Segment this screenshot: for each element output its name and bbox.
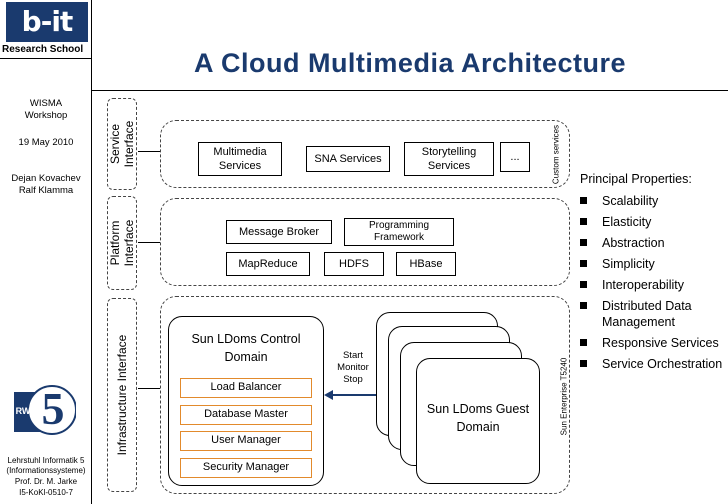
sna-services: SNA Services (306, 146, 390, 172)
infrastructure-connector (138, 388, 160, 389)
enterprise-label: Sun Enterprise T5240 (559, 357, 569, 436)
more-services: ... (500, 142, 530, 172)
rwth-logo: RWTH 5 (8, 378, 77, 440)
action-start: Start (342, 350, 364, 361)
platform-interface: Platform Interface (107, 196, 137, 290)
infrastructure-layer (160, 296, 570, 494)
author-2: Ralf Klamma (18, 185, 74, 196)
control-domain (168, 316, 324, 486)
storytelling-services: Storytelling Services (404, 142, 494, 176)
bullet-icon (580, 302, 587, 309)
list-item: Distributed Data Management (580, 298, 726, 330)
properties-list: Scalability Elasticity Abstraction Simpl… (580, 193, 726, 372)
date-label: 19 May 2010 (18, 137, 74, 148)
rwth-text: RWTH (15, 406, 43, 416)
bit-logo: b-it (6, 2, 88, 42)
programming-framework: Programming Framework (344, 218, 454, 246)
principal-properties: Principal Properties: Scalability Elasti… (580, 171, 726, 377)
bullet-icon (580, 218, 587, 225)
service-connector (138, 151, 160, 152)
list-item: Scalability (580, 193, 726, 209)
bullet-icon (580, 360, 587, 367)
chair-line-3: Prof. Dr. M. Jarke (14, 477, 78, 486)
hbase: HBase (396, 252, 456, 276)
page-title: A Cloud Multimedia Architecture (193, 48, 627, 78)
security-manager: Security Manager (180, 458, 312, 478)
service-interface-label: Service Interface (108, 120, 136, 168)
guest-domain (416, 358, 540, 484)
sidebar-divider (0, 58, 92, 59)
chair-line-2: (Informationssysteme) (6, 466, 86, 475)
slide-code: I5-KoKl-0510-7 (19, 488, 73, 497)
action-stop: Stop (343, 374, 363, 385)
bullet-icon (580, 197, 587, 204)
bullet-icon (580, 281, 587, 288)
bullet-icon (580, 339, 587, 346)
database-master: Database Master (180, 405, 312, 425)
infrastructure-interface-label: Infrastructure Interface (115, 334, 129, 456)
service-interface: Service Interface (107, 98, 137, 190)
research-school-label: Research School (2, 44, 84, 55)
list-item: Elasticity (580, 214, 726, 230)
chair-line-1: Lehrstuhl Informatik 5 (7, 456, 85, 465)
action-monitor: Monitor (337, 362, 369, 373)
list-item: Abstraction (580, 235, 726, 251)
bullet-icon (580, 239, 587, 246)
custom-services-label: Custom services (551, 124, 561, 185)
domain-actions: Start Monitor Stop (328, 350, 378, 386)
properties-heading: Principal Properties: (580, 172, 692, 186)
list-item: Simplicity (580, 256, 726, 272)
workshop-name: WISMA (29, 98, 63, 109)
list-item: Interoperability (580, 277, 726, 293)
sidebar (0, 0, 92, 504)
load-balancer: Load Balancer (180, 378, 312, 398)
workshop-label: Workshop (24, 110, 68, 121)
hdfs: HDFS (324, 252, 384, 276)
user-manager: User Manager (180, 431, 312, 451)
platform-connector (138, 242, 160, 243)
multimedia-services: Multimedia Services (198, 142, 282, 176)
platform-layer (160, 198, 570, 286)
author-1: Dejan Kovachev (11, 173, 81, 184)
title-divider (92, 90, 728, 91)
list-item: Service Orchestration (580, 356, 726, 372)
infrastructure-interface: Infrastructure Interface (107, 298, 137, 492)
guest-domain-label: Sun LDoms Guest Domain (426, 402, 530, 434)
list-item: Responsive Services (580, 335, 726, 351)
bullet-icon (580, 260, 587, 267)
message-broker: Message Broker (226, 220, 332, 244)
platform-interface-label: Platform Interface (108, 219, 136, 267)
control-domain-label: Sun LDoms Control Domain (191, 332, 301, 364)
service-layer (160, 120, 570, 188)
mapreduce: MapReduce (226, 252, 310, 276)
rwth-number: 5 (41, 383, 65, 434)
